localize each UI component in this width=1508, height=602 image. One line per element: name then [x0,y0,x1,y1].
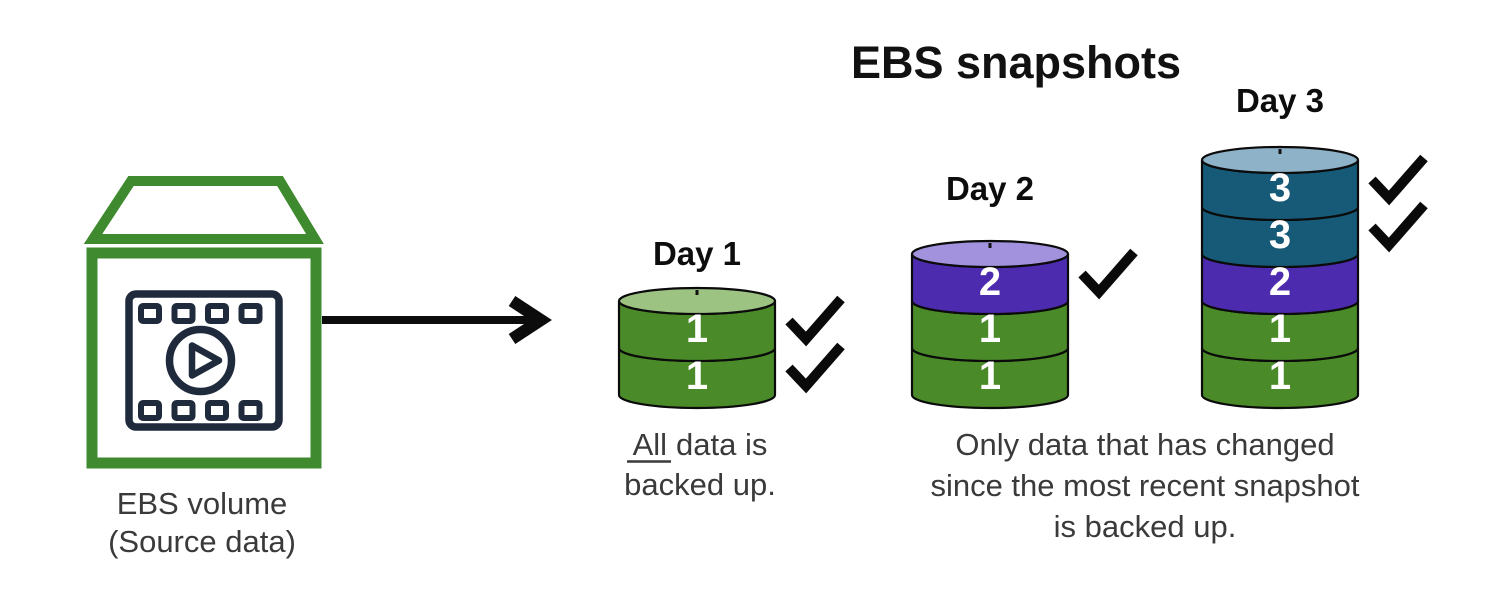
volume-label-line2: (Source data) [108,524,296,559]
segment-number: 2 [1269,260,1291,304]
segment-number: 1 [1269,307,1291,351]
media-film-icon [125,290,283,431]
film-perforation [238,303,263,324]
check-icon [785,342,845,394]
arrow-right-icon [322,295,552,345]
full-backup-caption-line1: All data is [633,427,768,462]
film-perforation [138,303,162,324]
stack-day-label: Day 1 [653,235,741,272]
volume-label-line1: EBS volume [117,486,288,521]
diagram-title: EBS snapshots [851,37,1181,88]
segment-number: 3 [1269,166,1291,210]
check-icon [1368,201,1428,253]
segment-number: 1 [686,354,708,398]
film-perforation [205,400,229,421]
caption-rest: data is [676,427,767,462]
caption-all-word: All [633,427,667,462]
segment-number: 1 [979,307,1001,351]
cylinder-top [910,239,1070,269]
incremental-backup-caption: Only data that has changed since the mos… [930,427,1359,544]
segment-number: 1 [686,307,708,351]
cylinder-top [1200,145,1360,175]
ebs-volume-icon [83,176,324,469]
film-perforation [171,303,196,324]
cylinder-top [617,286,777,316]
incremental-caption-line2: since the most recent snapshot [930,468,1359,503]
film-perforation [138,400,162,421]
segment-number: 2 [979,260,1001,304]
snapshot-stack-day-1: 11 Day 1 [617,235,845,410]
volume-lid-shape [83,176,324,244]
arrow-head [508,295,552,345]
film-perforation [238,400,263,421]
check-icon [1368,154,1428,206]
stack-day-label: Day 2 [946,170,1034,207]
film-perforation [171,400,196,421]
full-backup-caption: All data is backed up. [624,427,776,502]
segment-number: 3 [1269,213,1291,257]
full-backup-caption-line2: backed up. [624,467,776,502]
segment-number: 1 [979,354,1001,398]
stack-day-label: Day 3 [1236,82,1324,119]
segment-number: 1 [1269,354,1291,398]
play-triangle-icon [188,342,223,379]
incremental-caption-line1: Only data that has changed [955,427,1334,462]
check-icon [785,295,845,347]
check-icon [1078,248,1138,300]
incremental-caption-line3: is backed up. [1054,509,1237,544]
film-perforation [205,303,229,324]
